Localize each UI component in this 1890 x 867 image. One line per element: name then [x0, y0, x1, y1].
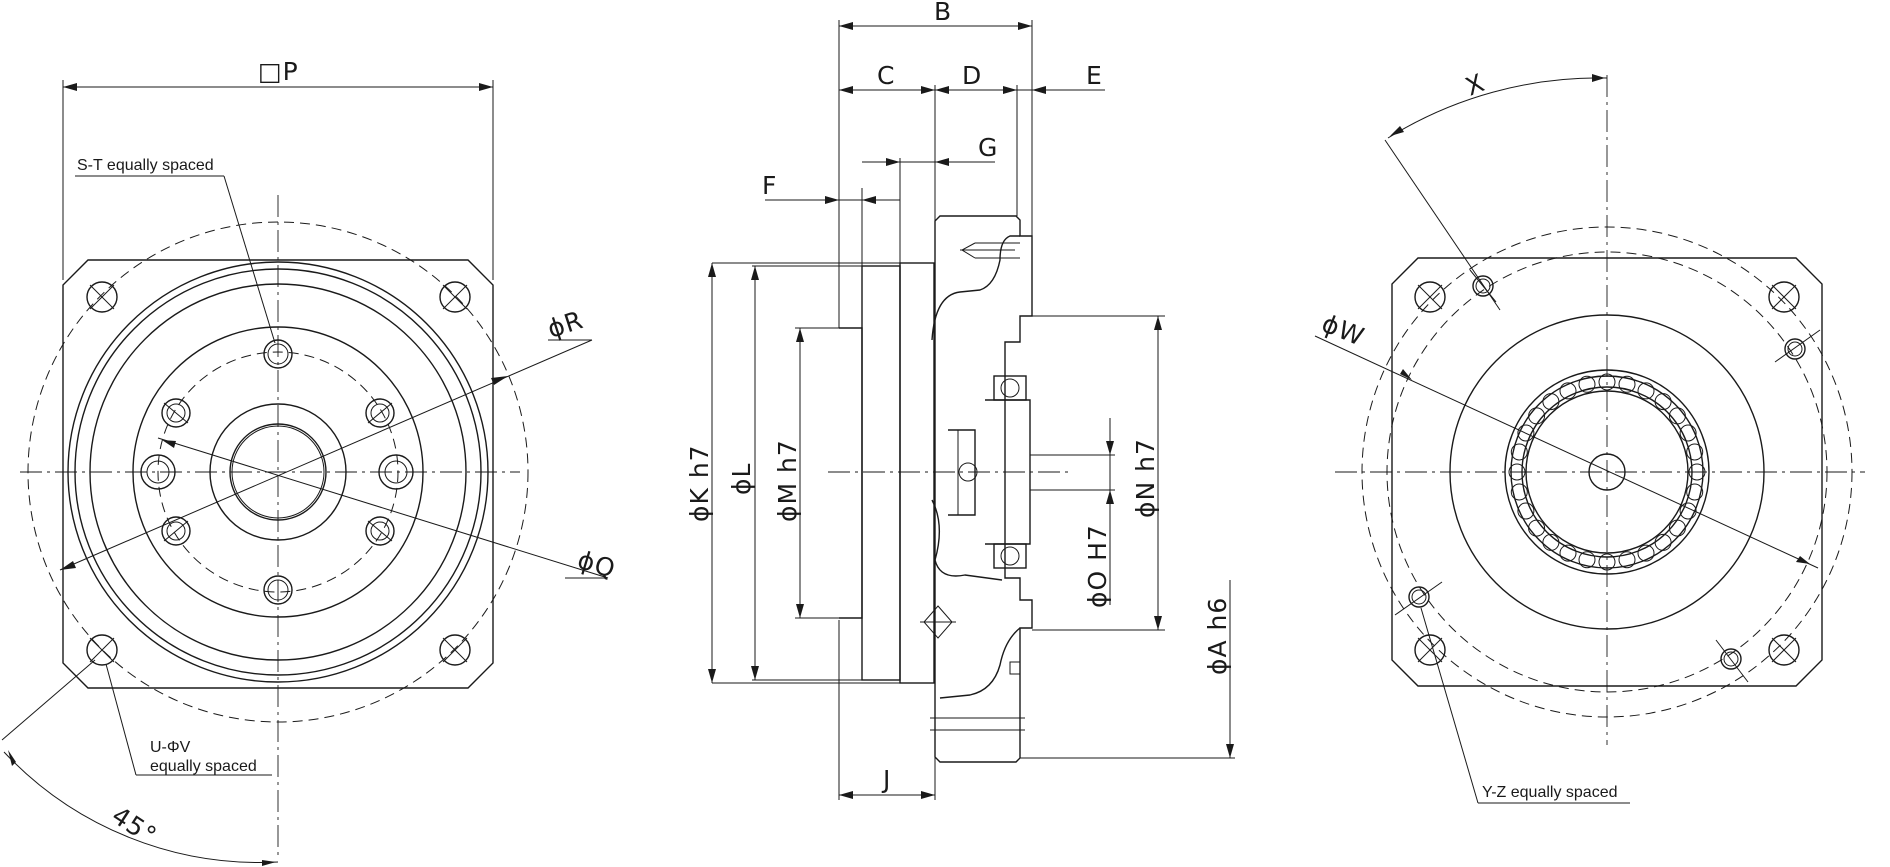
- bearing-ball: [1688, 463, 1706, 481]
- bearing-ball: [1618, 375, 1636, 393]
- corner-hole: [1414, 634, 1446, 666]
- rear-view: X ϕW Y-Z equally spaced: [1314, 68, 1865, 804]
- inner-hole: [161, 516, 191, 546]
- bearing-ball: [1510, 483, 1528, 501]
- inner-hole: [378, 454, 414, 490]
- corner-hole: [1768, 634, 1800, 666]
- bearing-ball: [1668, 407, 1686, 425]
- bearing-ball: [1542, 393, 1560, 411]
- bearing-ball: [1654, 533, 1672, 551]
- inner-hole: [161, 398, 191, 428]
- bearing-ball: [1559, 544, 1577, 562]
- bearing-ball: [1679, 502, 1697, 520]
- dim-angle-x: X: [1461, 68, 1489, 102]
- bearing-ball: [1528, 407, 1546, 425]
- bearing-ball: [1517, 502, 1535, 520]
- dim-dia-w: ϕW: [1318, 309, 1369, 352]
- bearing-ball: [1578, 551, 1596, 569]
- corner-hole: [1768, 281, 1800, 313]
- inner-hole: [263, 575, 293, 605]
- dim-dia-a: ϕA h6: [1203, 597, 1232, 675]
- dim-dia-o: ϕO H7: [1083, 524, 1112, 608]
- dim-dia-k: ϕK h7: [685, 444, 714, 522]
- bearing-ball: [1686, 443, 1704, 461]
- corner-hole: [1414, 281, 1446, 313]
- pcd-hole: [1469, 269, 1497, 303]
- dim-dia-r: ϕR: [544, 305, 587, 344]
- dim-g: G: [978, 133, 998, 162]
- note-inner-holes: S-T equally spaced: [77, 157, 214, 174]
- corner-hole: [439, 281, 471, 313]
- bearing-ball: [1598, 553, 1616, 571]
- bearing-ball: [1510, 443, 1528, 461]
- bearing-ball: [1508, 463, 1526, 481]
- bearing-ball: [1668, 519, 1686, 537]
- bearing-ball: [1578, 375, 1596, 393]
- bearing-ball: [1618, 551, 1636, 569]
- dim-c: C: [877, 61, 895, 90]
- side-view: B C D E G F J ϕK h7: [685, 0, 1235, 800]
- inner-hole: [365, 516, 395, 546]
- pcd-hole: [1394, 581, 1443, 616]
- dim-dia-m: ϕM h7: [773, 439, 802, 522]
- bearing-ball: [1517, 424, 1535, 442]
- bearing-ball: [1686, 483, 1704, 501]
- dim-dia-l: ϕL: [727, 463, 756, 495]
- dim-d: D: [962, 61, 982, 90]
- dim-square-p: □P: [258, 57, 299, 86]
- bearing-ball: [1637, 544, 1655, 562]
- bearing-ball: [1654, 393, 1672, 411]
- inner-hole: [263, 339, 293, 369]
- bearing-ball: [1598, 373, 1616, 391]
- front-view: □P ϕR ϕQ S-T equally spaced U-ΦV equally…: [1, 57, 619, 866]
- note-outer-holes-1: U-ΦV: [150, 739, 191, 756]
- dim-angle-45: 45°: [107, 801, 162, 851]
- note-outer-holes-2: equally spaced: [150, 758, 257, 775]
- bearing-balls: [1508, 373, 1706, 571]
- dim-dia-n: ϕN h7: [1131, 438, 1160, 518]
- corner-hole: [86, 281, 118, 313]
- dim-j: J: [881, 765, 891, 794]
- bearing-ball: [1679, 424, 1697, 442]
- dim-e: E: [1086, 61, 1103, 90]
- corner-hole: [439, 634, 471, 666]
- bearing-ball: [1637, 382, 1655, 400]
- bearing-ball: [1542, 533, 1560, 551]
- corner-hole: [86, 634, 118, 666]
- bearing-ball: [1559, 382, 1577, 400]
- note-rear-holes: Y-Z equally spaced: [1482, 784, 1618, 801]
- bearing-ball: [1528, 519, 1546, 537]
- pcd-hole: [1715, 639, 1749, 683]
- pcd-hole: [1774, 329, 1821, 363]
- inner-hole: [140, 454, 176, 490]
- dim-b: B: [934, 0, 952, 26]
- inner-hole: [365, 398, 395, 428]
- dim-f: F: [762, 171, 777, 200]
